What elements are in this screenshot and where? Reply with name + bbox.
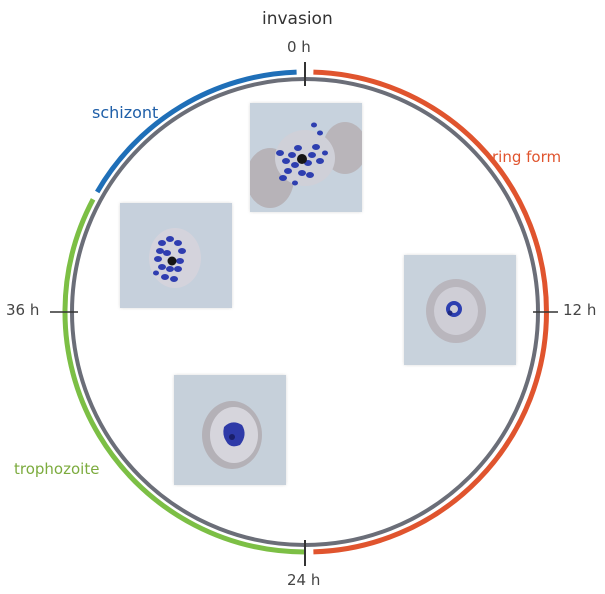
trophozoite-stage-label: trophozoite	[14, 460, 99, 478]
micrograph-mature-schizont	[250, 103, 362, 212]
invasion-label: invasion	[262, 9, 333, 29]
schizont-stage-label: schizont	[92, 103, 158, 122]
micrograph-trophozoite	[174, 375, 286, 485]
time-24h-label: 24 h	[287, 571, 320, 589]
micrograph-ring-form	[404, 255, 516, 365]
micrograph-schizont	[120, 203, 232, 308]
time-0h-label: 0 h	[287, 38, 311, 56]
ring-form-stage-label: ring form	[492, 148, 561, 166]
time-12h-label: 12 h	[563, 301, 596, 319]
time-36h-label: 36 h	[6, 301, 39, 319]
